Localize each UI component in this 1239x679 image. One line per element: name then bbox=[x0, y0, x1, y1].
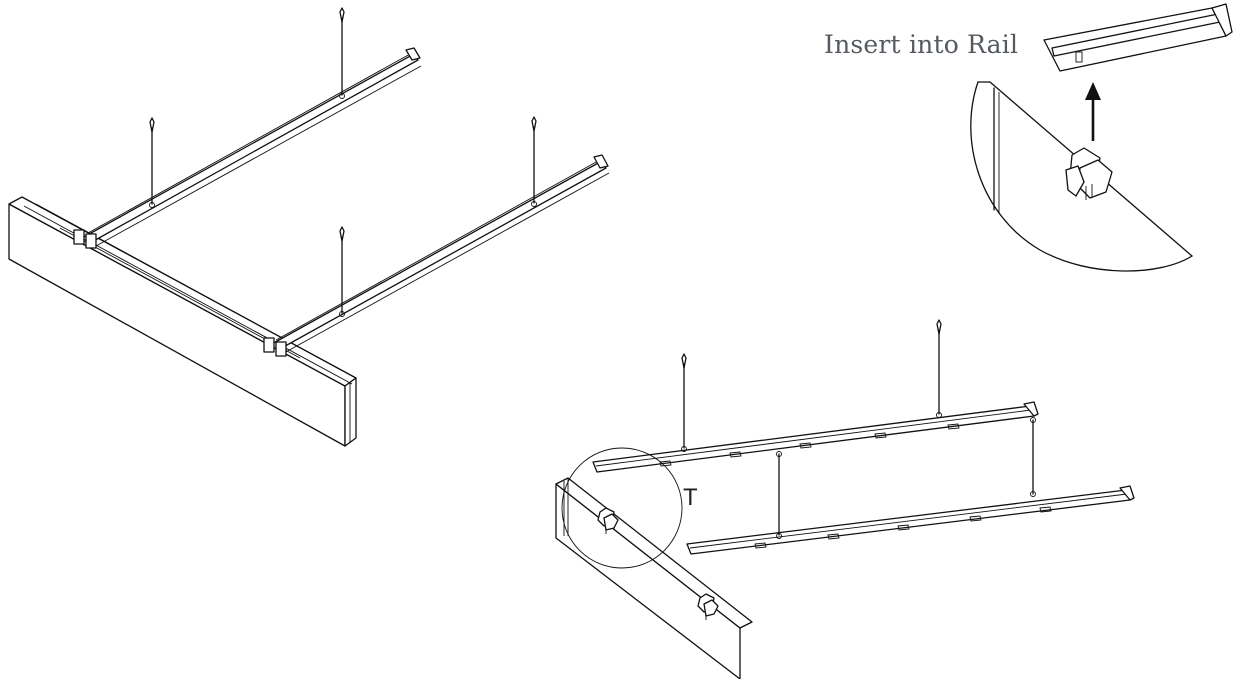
insert-into-rail-caption: Insert into Rail bbox=[824, 30, 1019, 59]
rail-front bbox=[269, 161, 607, 351]
baffle-panel bbox=[555, 483, 741, 679]
baffle-panel-front bbox=[8, 203, 346, 447]
assembled-baffle-drawing bbox=[8, 7, 610, 447]
detail-callout-label: T bbox=[683, 484, 698, 511]
lower-rail bbox=[686, 489, 1131, 555]
hanger-wire bbox=[339, 7, 345, 99]
panel-clip bbox=[597, 507, 619, 534]
hanger-wire bbox=[339, 226, 345, 317]
detail-callout-circle bbox=[561, 447, 683, 569]
upper-rail bbox=[592, 405, 1035, 473]
hanger-wire bbox=[681, 353, 687, 452]
rail-back bbox=[81, 54, 419, 244]
rails-panel-drawing bbox=[555, 319, 1135, 679]
baffle-panel-end bbox=[344, 377, 357, 447]
hanger-wire bbox=[936, 319, 942, 418]
hanger-wire bbox=[531, 116, 537, 207]
magnified-view-circle bbox=[970, 81, 1193, 272]
panel-clip bbox=[697, 593, 719, 620]
hanger-wire bbox=[149, 117, 155, 208]
clip-detail bbox=[1065, 147, 1113, 200]
insert-detail-drawing bbox=[970, 3, 1233, 272]
